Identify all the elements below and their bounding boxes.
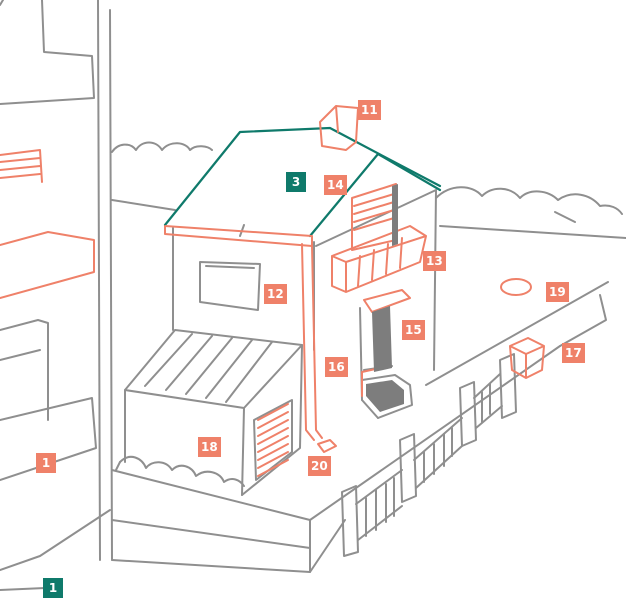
- background-bushes: [112, 143, 626, 239]
- label-1-teal: 1: [43, 578, 63, 598]
- downpipe: [302, 244, 322, 440]
- label-17: 17: [562, 343, 585, 363]
- label-14: 14: [324, 175, 347, 195]
- garage: [125, 330, 302, 495]
- label-18: 18: [198, 437, 221, 457]
- window-shadow: [392, 184, 398, 246]
- label-19: 19: [546, 282, 569, 302]
- gutter: [165, 226, 312, 246]
- drain-grate: [318, 440, 336, 452]
- neighbour-balcony: [0, 232, 94, 298]
- front-door: [372, 306, 392, 372]
- label-13: 13: [423, 251, 446, 271]
- neighbour-shutter: [0, 150, 42, 182]
- label-12: 12: [264, 284, 287, 304]
- step-shadow: [366, 380, 404, 412]
- pond: [501, 279, 531, 295]
- label-11: 11: [358, 100, 381, 120]
- neighbour-building: [0, 0, 112, 590]
- label-20: 20: [308, 456, 331, 476]
- balcony: [332, 226, 426, 292]
- label-15: 15: [402, 320, 425, 340]
- label-1: 1: [36, 453, 56, 473]
- label-3: 3: [286, 172, 306, 192]
- label-16: 16: [325, 357, 348, 377]
